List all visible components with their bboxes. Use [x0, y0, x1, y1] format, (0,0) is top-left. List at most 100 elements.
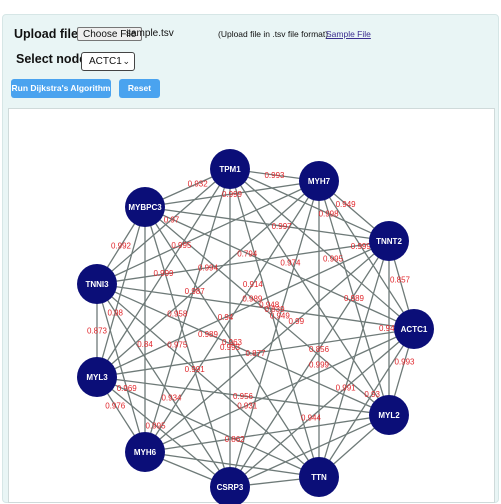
edge-weight-label: 0.839	[265, 305, 286, 314]
graph-edge	[144, 206, 320, 478]
graph-node-label: MYL3	[86, 373, 108, 382]
graph-edge	[144, 414, 390, 453]
graph-edge	[96, 376, 231, 488]
edge-weight-label: 0.974	[280, 258, 301, 267]
graph-edge	[229, 168, 415, 330]
reset-button[interactable]: Reset	[119, 79, 160, 98]
graph-node-circle[interactable]	[299, 161, 339, 201]
graph-node-circle[interactable]	[299, 457, 339, 497]
graph-node-tnni3[interactable]: TNNI3	[77, 264, 117, 304]
graph-node-circle[interactable]	[77, 264, 117, 304]
edge-weight-label: 0.949	[336, 200, 357, 209]
graph-edge	[96, 168, 231, 378]
graph-edge	[96, 283, 415, 330]
graph-edge	[229, 180, 320, 488]
edge-weight-label: 0.999	[351, 242, 372, 251]
format-note: (Upload file in .tsv file format)	[218, 29, 329, 39]
edge-weight-label: 0.992	[111, 242, 132, 251]
edge-weight-label: 0.99	[288, 317, 304, 326]
graph-edge	[96, 328, 415, 378]
graph-node-circle[interactable]	[210, 467, 250, 504]
edge-weight-label: 0.995	[171, 241, 192, 250]
node-select[interactable]: ACTC1 ⌄	[81, 52, 135, 71]
graph-node-circle[interactable]	[77, 357, 117, 397]
graph-node-label: TNNI3	[85, 280, 109, 289]
edge-weight-label: 0.932	[188, 179, 209, 188]
edge-weight-label: 0.975	[167, 340, 188, 349]
graph-node-myh6[interactable]: MYH6	[125, 432, 165, 472]
network-graph: 0.993 0.932 0.998 0.97 0.995 0.999 0.974 0.975 0…	[77, 149, 434, 504]
selected-file-name: sample.tsv	[126, 28, 174, 39]
graph-node-actc1[interactable]: ACTC1	[394, 309, 434, 349]
graph-edge	[318, 180, 415, 330]
edge-weight-label: 0.989	[242, 295, 263, 304]
edge-weight-label: 0.969	[117, 384, 138, 393]
edge-weight-label: 0.856	[309, 345, 330, 354]
graph-edge	[144, 328, 415, 453]
edge-weight-label: 0.998	[319, 210, 340, 219]
graph-node-mybpc3[interactable]: MYBPC3	[125, 187, 165, 227]
graph-edge	[96, 283, 146, 453]
run-dijkstra-button[interactable]: Run Dijkstra's Algorithm	[11, 79, 111, 98]
graph-node-tpm1[interactable]: TPM1	[210, 149, 250, 189]
edge-weight-label: 0.862	[225, 435, 246, 444]
edge-weight-label: 0.999	[153, 269, 174, 278]
edge-weight-label: 0.997	[272, 222, 293, 231]
edge-weight-label: 0.949	[270, 312, 291, 321]
edge-weight-label: 0.931	[237, 401, 258, 410]
graph-node-circle[interactable]	[210, 149, 250, 189]
edge-weight-label: 0.995	[146, 421, 167, 430]
graph-node-label: TPM1	[219, 165, 241, 174]
edge-weight-label: 0.947	[379, 324, 400, 333]
graph-node-label: CSRP3	[217, 483, 244, 492]
graph-edge	[318, 240, 390, 478]
graph-node-myh7[interactable]: MYH7	[299, 161, 339, 201]
edge-weight-label: 0.794	[237, 249, 258, 258]
upload-label: Upload file:	[14, 27, 83, 41]
graph-node-circle[interactable]	[369, 395, 409, 435]
graph-edge	[96, 283, 390, 416]
edge-weight-label: 0.956	[233, 392, 254, 401]
graph-edge	[144, 206, 390, 242]
graph-edge	[144, 180, 320, 453]
graph-node-circle[interactable]	[369, 221, 409, 261]
graph-canvas[interactable]: 0.993 0.932 0.998 0.97 0.995 0.999 0.974 0.975 0…	[8, 108, 495, 504]
graph-node-csrp3[interactable]: CSRP3	[210, 467, 250, 504]
edge-weight-label: 0.98	[107, 308, 123, 317]
select-node-label: Select node:	[16, 52, 91, 66]
graph-node-circle[interactable]	[125, 432, 165, 472]
edge-weight-label: 0.999	[309, 361, 330, 370]
edge-weight-label: 0.914	[243, 280, 264, 289]
graph-edge	[229, 168, 390, 416]
graph-edge	[96, 240, 390, 285]
graph-edge	[96, 240, 390, 378]
edge-weight-label: 0.991	[336, 383, 357, 392]
graph-node-myl2[interactable]: MYL2	[369, 395, 409, 435]
graph-node-myl3[interactable]: MYL3	[77, 357, 117, 397]
graph-node-circle[interactable]	[125, 187, 165, 227]
edge-weight-label: 0.993	[220, 343, 241, 352]
edge-weight-label: 0.97	[164, 216, 180, 225]
graph-edge	[144, 180, 320, 208]
choose-file-button[interactable]: Choose File	[77, 27, 143, 41]
graph-edge	[318, 180, 390, 416]
edge-weight-label: 0.948	[259, 301, 280, 310]
edge-weight-label: 0.989	[198, 330, 219, 339]
graph-edge	[96, 206, 146, 378]
graph-edge	[96, 168, 231, 285]
graph-edge	[229, 414, 390, 488]
edge-weight-label: 0.987	[185, 287, 206, 296]
graph-edge	[144, 206, 231, 488]
edge-weight-label: 0.934	[161, 394, 182, 403]
sample-file-link[interactable]: Sample File	[326, 29, 371, 39]
graph-edge	[96, 376, 320, 478]
graph-node-label: MYH6	[134, 448, 157, 457]
graph-node-tnnt2[interactable]: TNNT2	[369, 221, 409, 261]
edge-weight-label: 0.993	[264, 171, 285, 180]
graph-node-circle[interactable]	[394, 309, 434, 349]
graph-edge	[318, 328, 415, 478]
graph-node-label: ACTC1	[401, 325, 428, 334]
graph-node-ttn[interactable]: TTN	[299, 457, 339, 497]
edge-weight-label: 0.993	[394, 358, 415, 367]
edge-weight-label: 0.877	[245, 349, 266, 358]
